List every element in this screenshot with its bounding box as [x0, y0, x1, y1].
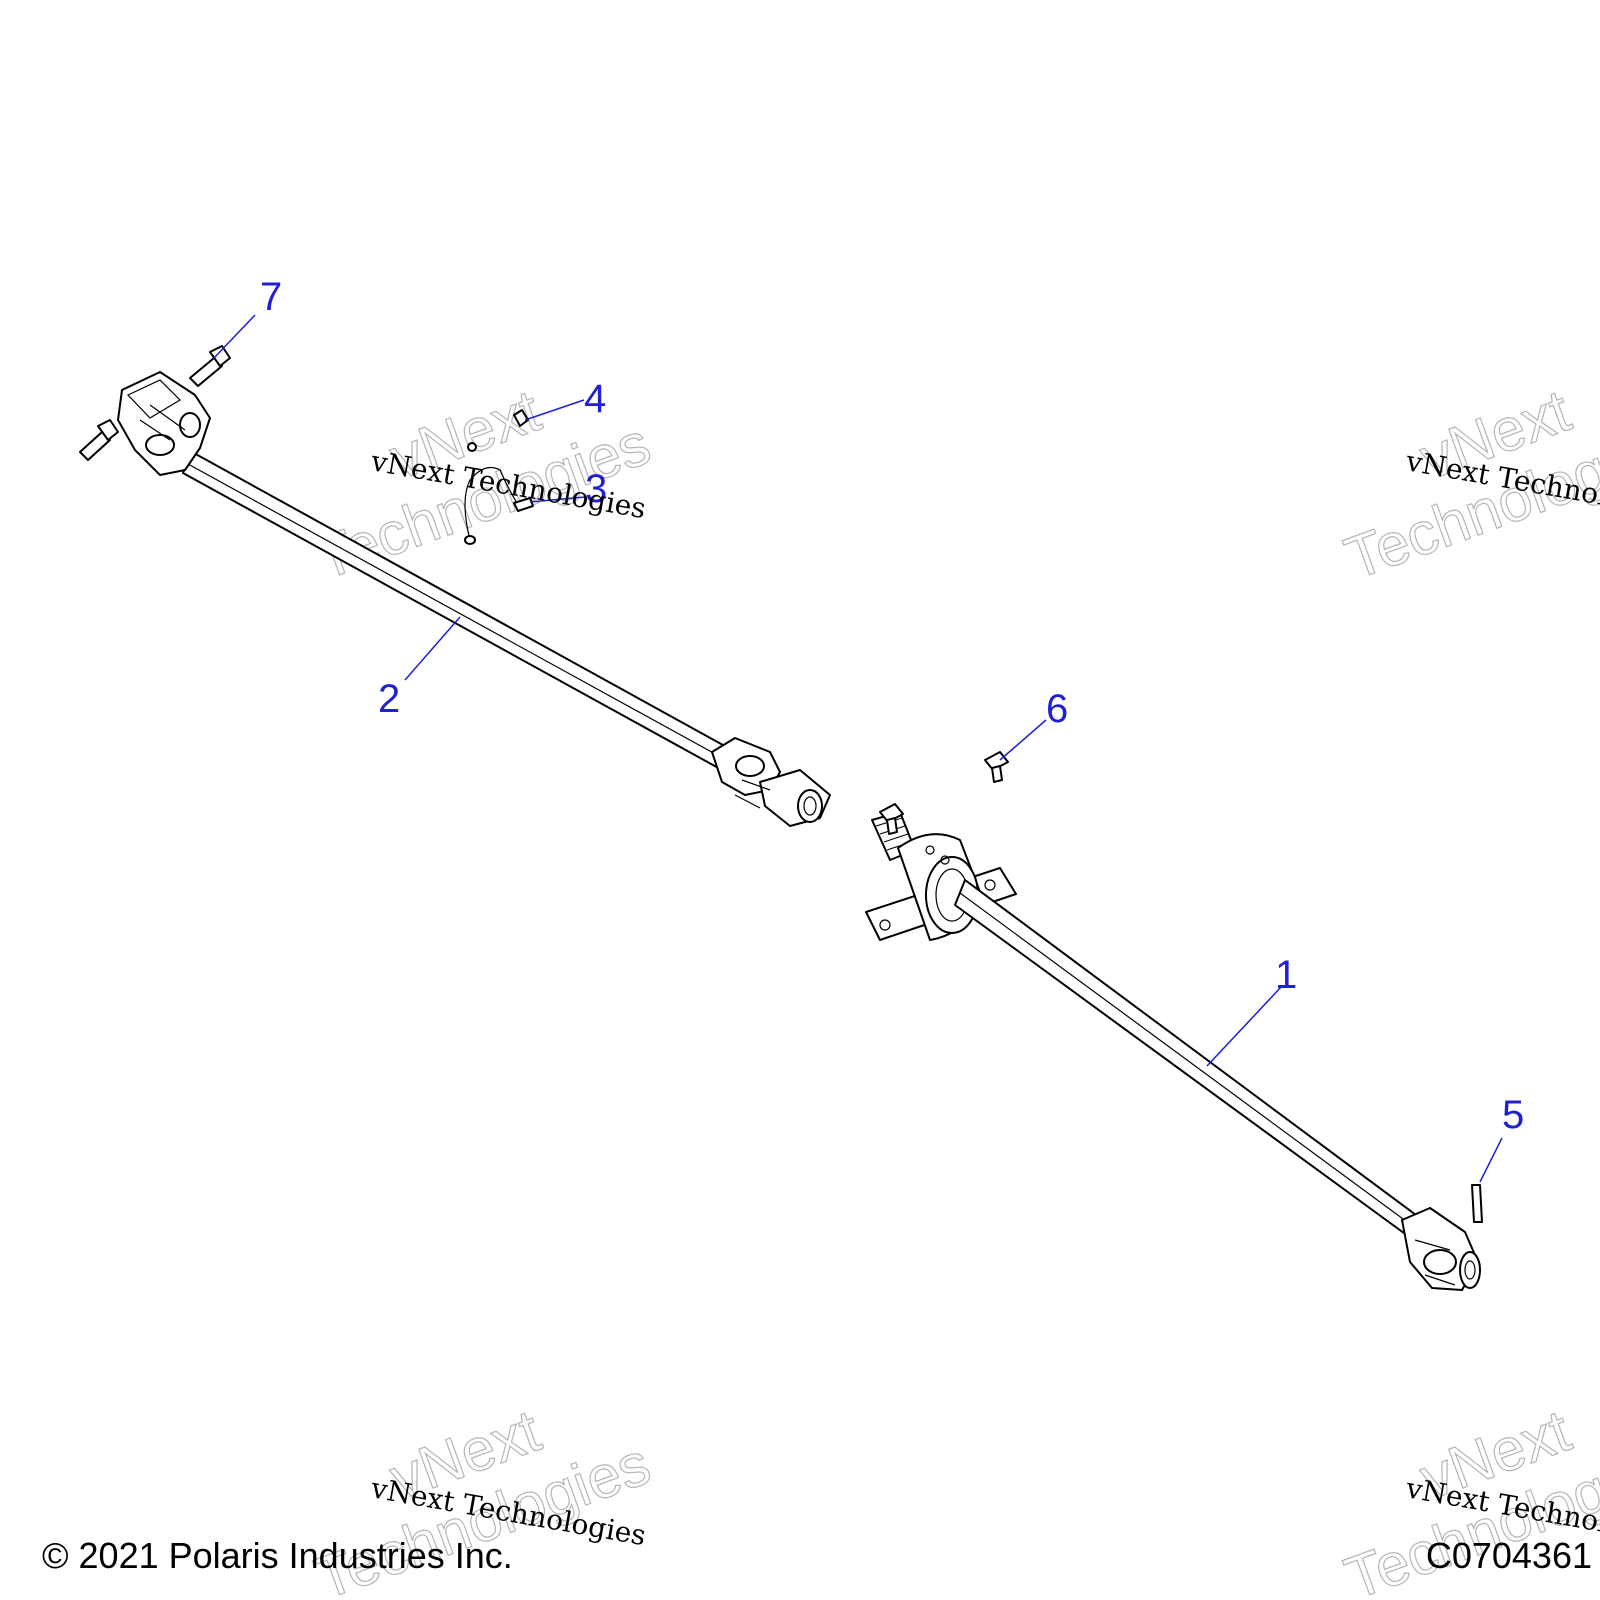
bolt-7-lower [79, 419, 119, 461]
bolt-6-left [879, 803, 904, 835]
watermark-outline-group: vNext Technologies vNext Technologies vN… [306, 376, 1600, 1600]
leader-4 [524, 399, 585, 421]
wire-tie-3 [464, 467, 534, 545]
leader-1 [1206, 985, 1283, 1067]
pin-5 [1471, 1184, 1483, 1223]
leader-3 [529, 496, 586, 503]
leader-lines [213, 314, 1503, 1183]
bolt-7-upper [189, 345, 231, 387]
callout-6: 6 [1046, 687, 1068, 731]
callout-2: 2 [378, 677, 400, 721]
leader-6 [999, 719, 1047, 761]
watermark-serif-group: vNext Technologies vNext Technologies vN… [368, 444, 1600, 1552]
clip-4 [467, 409, 529, 452]
callout-3: 3 [585, 467, 607, 511]
copyright-text: © 2021 Polaris Industries Inc. [42, 1535, 513, 1576]
callout-7: 7 [260, 275, 282, 319]
callout-1: 1 [1275, 953, 1297, 997]
prop-shaft-rear [865, 811, 1481, 1291]
diagram-code: C0704361 [1426, 1535, 1592, 1576]
callout-4: 4 [584, 377, 606, 421]
leader-5 [1479, 1137, 1503, 1183]
prop-shaft-front [117, 371, 831, 827]
leader-2 [404, 616, 461, 681]
callout-5: 5 [1502, 1093, 1524, 1137]
callout-labels: 7 4 3 2 6 1 5 [260, 275, 1524, 1137]
leader-7 [213, 314, 256, 359]
bolt-6-right [984, 751, 1009, 783]
